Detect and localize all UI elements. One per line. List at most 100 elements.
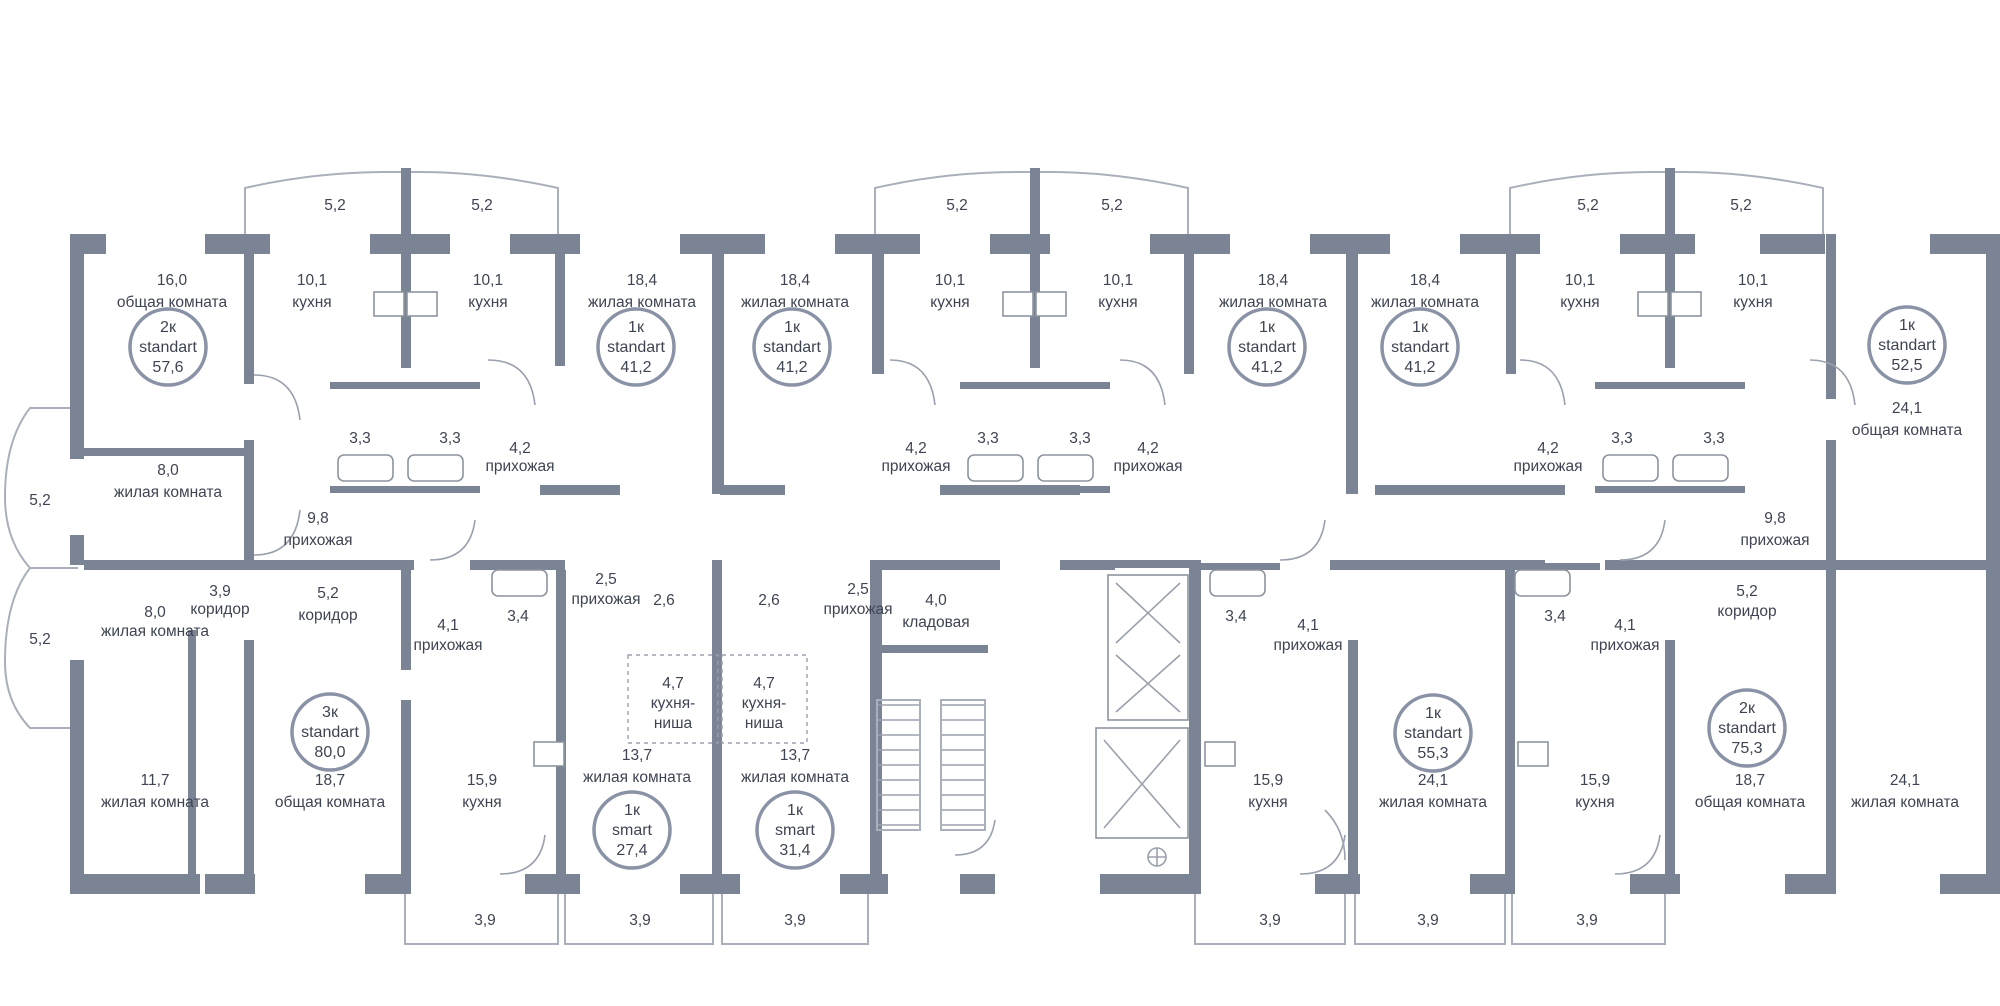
balcony-outlines [3,171,1824,945]
room-name: кухня- [651,695,696,712]
apartment-badge: 1к standart 41,2 [1380,307,1460,387]
room-area: 10,1 [1565,272,1595,289]
room-name: жилая комната [1851,794,1959,811]
room-name: жилая комната [1379,794,1487,811]
room-area: 15,9 [467,772,497,789]
room-area: 5,2 [317,585,339,602]
apartment-badge: 1к standart 41,2 [752,307,832,387]
balcony-area: 3,9 [474,912,496,929]
room-area: 15,9 [1580,772,1610,789]
room-name: кухня [1560,294,1599,311]
balcony-area: 5,2 [29,631,51,648]
apartment-type: 1к [787,802,804,819]
small-room-labels: 3,3 3,3 3,3 3,3 3,3 3,3 2,6 2,6 3,4 3,4 … [349,430,1725,625]
walls [70,168,2000,894]
balcony-area: 5,2 [29,492,51,509]
room-area: 9,8 [307,510,329,527]
bathroom-area: 3,3 [1069,430,1091,447]
apartment-area: 41,2 [620,359,651,376]
apartment-type: 2к [1739,700,1756,717]
apartment-type: 2к [160,319,177,336]
room-name: кухня [1733,294,1772,311]
apartment-class: standart [301,724,359,741]
room-name: кухня [1098,294,1137,311]
bathroom-area: 3,3 [977,430,999,447]
room-name: жилая комната [1371,294,1479,311]
apartment-class: standart [607,339,665,356]
fixtures [337,291,1729,867]
room-area: 18,4 [780,272,811,289]
bathroom-area: 3,3 [1611,430,1633,447]
bathroom-area: 2,6 [758,592,780,609]
apartment-area: 52,5 [1891,357,1922,374]
room-area: 24,1 [1890,772,1920,789]
room-area: 18,4 [627,272,658,289]
apartment-badge: 3к standart 80,0 [290,692,370,772]
room-name: прихожая [1590,637,1659,654]
room-area: 10,1 [935,272,965,289]
room-area: 8,0 [157,462,179,479]
room-area: 4,1 [1297,617,1319,634]
room-area: 3,9 [209,583,231,600]
room-area: 9,8 [1764,510,1786,527]
room-name: коридор [190,601,249,618]
room-name: общая комната [1852,422,1963,439]
room-name: общая комната [1695,794,1806,811]
balcony-area: 3,9 [784,912,806,929]
apartment-class: standart [139,339,197,356]
room-name: коридор [298,607,357,624]
room-area: 10,1 [473,272,503,289]
apartment-area: 75,3 [1731,740,1762,757]
apartment-type: 1к [628,319,645,336]
bathroom-area: 3,4 [1544,608,1566,625]
room-area: 18,7 [315,772,345,789]
room-area: 4,7 [753,675,775,692]
apartment-type: 1к [1412,319,1429,336]
room-name: жилая комната [588,294,696,311]
room-name: кухня- [742,695,787,712]
room-area: 4,2 [509,440,531,457]
apartment-badge: 1к standart 41,2 [596,307,676,387]
apartment-class: standart [763,339,821,356]
apartment-area: 41,2 [1404,359,1435,376]
room-name: кухня [930,294,969,311]
room-area: 2,5 [595,571,617,588]
room-area: 4,1 [1614,617,1636,634]
balcony-area: 5,2 [1101,197,1123,214]
apartment-class: standart [1391,339,1449,356]
room-name: прихожая [1113,458,1182,475]
bathroom-area: 3,3 [349,430,371,447]
room-name-niche: ниша [745,715,784,732]
apartment-badge: 2к standart 57,6 [128,307,208,387]
balcony-area: 5,2 [324,197,346,214]
bathroom-area: 2,6 [653,592,675,609]
apartment-class: standart [1404,725,1462,742]
room-name: общая комната [275,794,386,811]
room-area: 8,0 [144,604,166,621]
apartment-area: 27,4 [616,842,647,859]
room-area: 13,7 [780,747,810,764]
apartment-class: smart [775,822,816,839]
apartment-class: standart [1718,720,1776,737]
apartment-badge: 1к standart 55,3 [1393,693,1473,773]
room-name: кухня [1575,794,1614,811]
apartment-area: 55,3 [1417,745,1448,762]
room-area: 4,1 [437,617,459,634]
room-name: кухня [292,294,331,311]
room-name: прихожая [413,637,482,654]
room-name: прихожая [283,532,352,549]
room-name: кухня [1248,794,1287,811]
apartment-badge: 1к standart 41,2 [1227,307,1307,387]
balcony-area: 3,9 [1576,912,1598,929]
room-area: 18,4 [1258,272,1289,289]
room-name: жилая комната [741,769,849,786]
room-area: 4,0 [925,592,947,609]
room-area: 5,2 [1736,583,1758,600]
room-area: 10,1 [1103,272,1133,289]
apartment-type: 3к [322,704,339,721]
room-name: прихожая [571,591,640,608]
room-labels: 16,0 общая комната 10,1 кухня 10,1 кухня… [101,272,1962,811]
room-area: 4,2 [905,440,927,457]
apartment-badge: 1к standart 52,5 [1867,305,1947,385]
